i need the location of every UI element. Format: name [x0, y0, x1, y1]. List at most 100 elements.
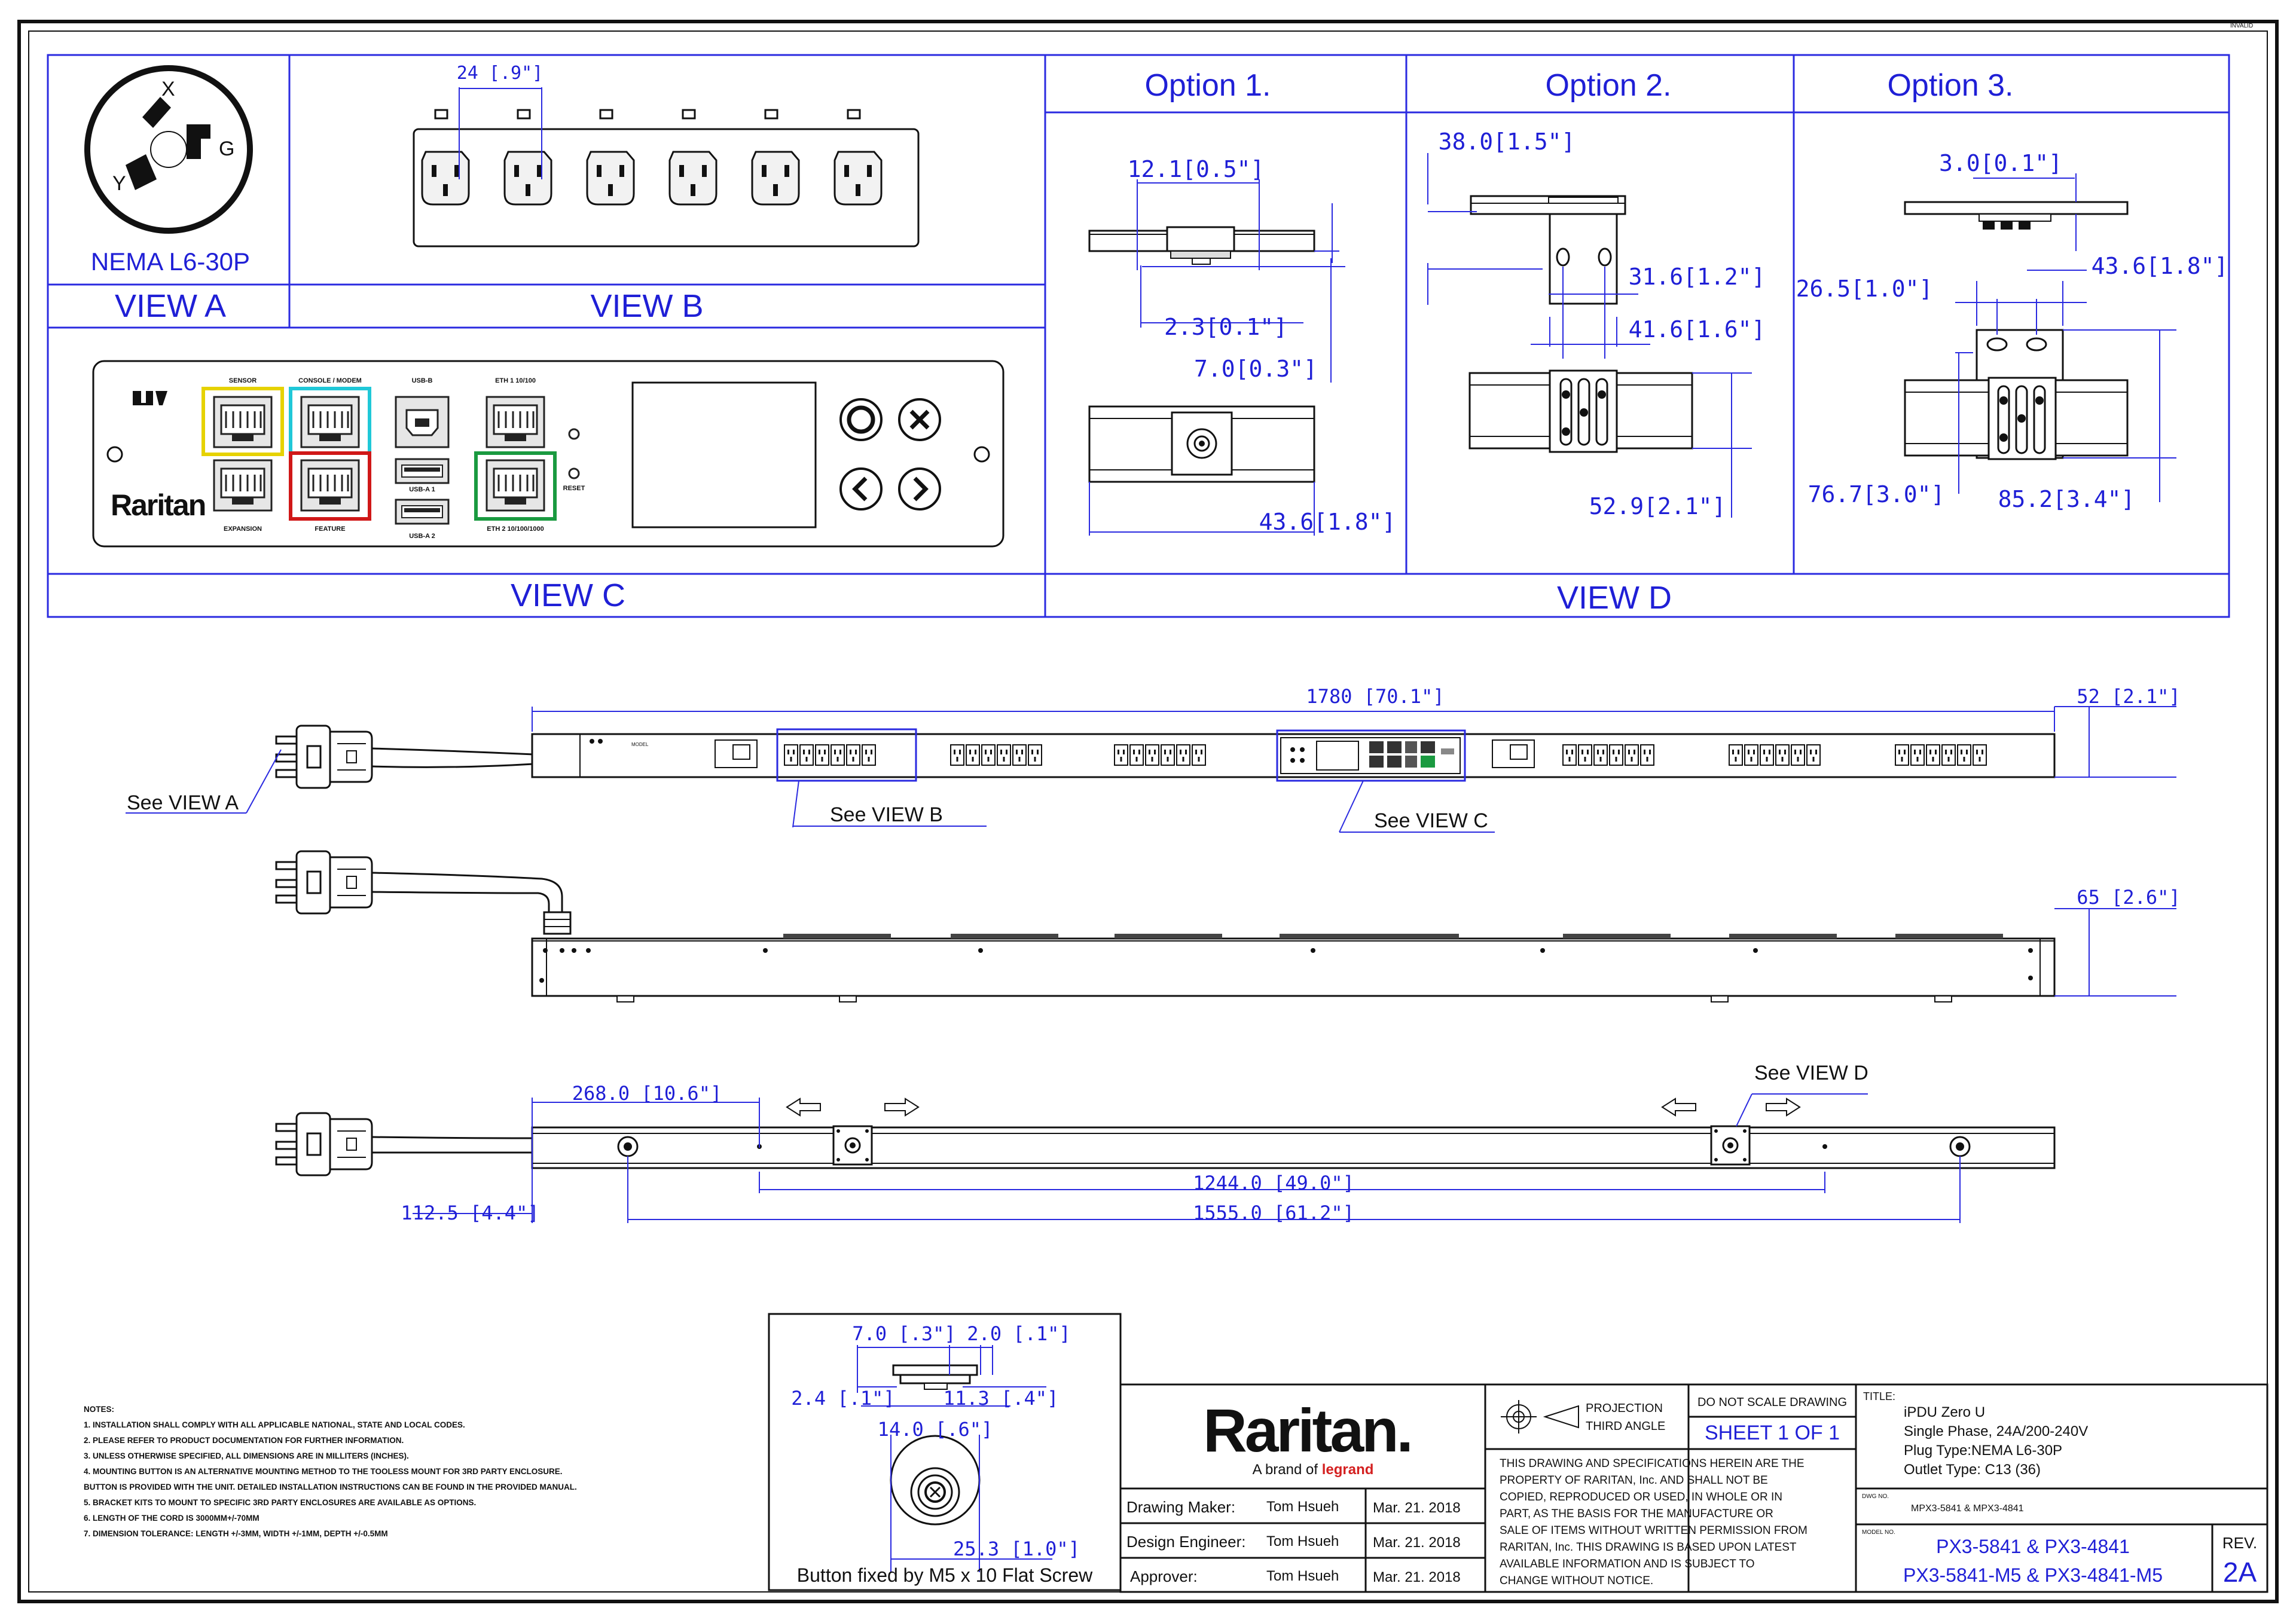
cancel-button-icon	[898, 398, 941, 441]
panel-brand: Raritan	[111, 488, 205, 522]
tb-title-line: Plug Type:NEMA L6-30P	[1904, 1442, 2062, 1459]
tb-disclaimer-line: COPIED, REPRODUCED OR USED, IN WHOLE OR …	[1500, 1491, 1782, 1503]
tb-engineer: Tom Hsueh	[1266, 1533, 1339, 1549]
option-3-drawing	[1904, 173, 2176, 502]
top-right-label: INVALID	[2230, 23, 2253, 29]
o3-dim-3: 43.6[1.8"]	[2092, 253, 2228, 279]
dim-total-length: 1780 [70.1"]	[1306, 685, 1444, 708]
tb-disclaimer-line: THIS DRAWING AND SPECIFICATIONS HEREIN A…	[1500, 1457, 1805, 1470]
tb-model-label: MODEL NO.	[1862, 1529, 1895, 1536]
dim-width: 52 [2.1"]	[2077, 685, 2180, 708]
console-port	[300, 396, 360, 448]
tb-maker-date: Mar. 21. 2018	[1373, 1500, 1461, 1516]
see-view-d: See VIEW D	[1754, 1062, 1868, 1084]
note-item: 5. BRACKET KITS TO MOUNT TO SPECIFIC 3RD…	[84, 1498, 477, 1507]
tb-no-scale: DO NOT SCALE DRAWING	[1697, 1396, 1847, 1409]
see-view-c: See VIEW C	[1374, 809, 1488, 832]
tb-disclaimer-line: PROPERTY OF RARITAN, Inc. AND SHALL NOT …	[1500, 1474, 1768, 1487]
tb-brand-legrand: legrand	[1322, 1462, 1374, 1478]
button-dim-5: 14.0 [.6"]	[878, 1418, 993, 1441]
o2-dim-4: 52.9[2.1"]	[1589, 493, 1726, 519]
tb-disclaimer-line: SALE OF ITEMS WITHOUT WRITTEN PERMISSION…	[1500, 1524, 1808, 1537]
option-2-drawing	[1427, 153, 1752, 518]
o1-dim-1: 12.1[0.5"]	[1128, 156, 1265, 182]
tb-approver-date: Mar. 21. 2018	[1373, 1569, 1461, 1585]
pdu-back-view	[275, 1093, 2056, 1223]
button-dim-3: 2.4 [.1"]	[791, 1387, 894, 1410]
plug-pin-x: X	[161, 78, 175, 100]
view-a-label: VIEW A	[115, 288, 226, 324]
view-d-label: VIEW D	[1557, 580, 1672, 616]
usb-b-port	[395, 396, 450, 448]
usb-a1-port	[395, 458, 450, 484]
o1-dim-4: 43.6[1.8"]	[1259, 509, 1396, 535]
note-item: BUTTON IS PROVIDED WITH THE UNIT. DETAIL…	[84, 1483, 577, 1491]
o1-dim-3: 7.0[0.3"]	[1194, 356, 1317, 382]
o3-dim-2: 26.5[1.0"]	[1796, 276, 1933, 302]
tb-projection-2: THIRD ANGLE	[1586, 1420, 1665, 1433]
tb-dwg-no: MPX3-5841 & MPX3-4841	[1911, 1503, 2024, 1514]
tb-model-1: PX3-5841 & PX3-4841	[1936, 1536, 2130, 1557]
tb-maker-label: Drawing Maker:	[1126, 1498, 1235, 1516]
notes-block: NOTES: 1. INSTALLATION SHALL COMPLY WITH…	[84, 1402, 753, 1542]
inner-border	[28, 30, 2268, 1593]
view-b-outlets	[413, 87, 920, 247]
option-3-heading: Option 3.	[1887, 68, 2013, 103]
plug-pin-g: G	[219, 137, 234, 160]
o1-dim-2: 2.3[0.1"]	[1164, 314, 1287, 340]
right-button-icon	[898, 467, 941, 511]
option-2-heading: Option 2.	[1545, 68, 1671, 103]
note-item: 1. INSTALLATION SHALL COMPLY WITH ALL AP…	[84, 1420, 465, 1429]
see-view-b: See VIEW B	[830, 803, 943, 826]
plug-pin-y: Y	[112, 172, 126, 195]
title-block-frame	[1119, 1383, 2268, 1593]
usb-a2-port	[395, 499, 450, 525]
label-console: CONSOLE / MODEM	[298, 377, 362, 384]
label-usb-a1: USB-A 1	[409, 486, 435, 493]
note-item: 7. DIMENSION TOLERANCE: LENGTH +/-3MM, W…	[84, 1529, 388, 1538]
tb-engineer-date: Mar. 21. 2018	[1373, 1535, 1461, 1551]
o2-dim-2: 31.6[1.2"]	[1629, 264, 1766, 290]
view-a-plug-face: X G Y	[84, 65, 253, 234]
note-item: 2. PLEASE REFER TO PRODUCT DOCUMENTATION…	[84, 1436, 404, 1445]
controller-module	[1276, 729, 1466, 782]
outer-border	[17, 20, 2279, 1603]
view-b-label: VIEW B	[590, 288, 703, 324]
tb-maker: Tom Hsueh	[1266, 1499, 1339, 1515]
tb-dwg-label: DWG NO.	[1862, 1493, 1889, 1500]
sensor-port	[213, 396, 273, 448]
projection-symbol-icon	[1501, 1400, 1579, 1434]
tb-brand-sub-text: A brand of	[1253, 1462, 1318, 1478]
note-item: 3. UNLESS OTHERWISE SPECIFIED, ALL DIMEN…	[84, 1451, 409, 1460]
tb-approver-label: Approver:	[1130, 1567, 1198, 1585]
tb-projection-1: PROJECTION	[1586, 1402, 1663, 1415]
tb-title-line: iPDU Zero U	[1904, 1404, 1985, 1420]
dim-268: 268.0 [10.6"]	[572, 1082, 722, 1105]
tb-disclaimer-line: RARITAN, Inc. THIS DRAWING IS BASED UPON…	[1500, 1541, 1797, 1554]
see-view-a: See VIEW A	[127, 791, 239, 814]
button-dim-6: 25.3 [1.0"]	[953, 1538, 1080, 1560]
tb-disclaimer: THIS DRAWING AND SPECIFICATIONS HEREIN A…	[1500, 1457, 1808, 1587]
tb-approver: Tom Hsueh	[1266, 1568, 1339, 1584]
o2-dim-1: 38.0[1.5"]	[1439, 129, 1576, 155]
eth1-port	[486, 396, 545, 448]
button-dim-2: 2.0 [.1"]	[967, 1322, 1070, 1345]
dim-112: 112.5 [4.4"]	[401, 1202, 539, 1224]
o3-dim-1: 3.0[0.1"]	[1939, 150, 2062, 176]
label-eth2: ETH 2 10/100/1000	[487, 525, 544, 533]
top-views-frame	[47, 54, 2230, 618]
tb-disclaimer-line: AVAILABLE INFORMATION AND IS SUBJECT TO	[1500, 1558, 1755, 1570]
eth2-port	[486, 459, 545, 512]
expansion-port	[213, 459, 273, 512]
label-sensor: SENSOR	[229, 377, 257, 384]
tb-model-2: PX3-5841-M5 & PX3-4841-M5	[1903, 1564, 2163, 1586]
svg-text:MODEL: MODEL	[631, 742, 649, 747]
dim-depth: 65 [2.6"]	[2077, 886, 2180, 909]
o2-dim-3: 41.6[1.6"]	[1629, 316, 1766, 343]
tb-title-line: Single Phase, 24A/200-240V	[1904, 1423, 2088, 1439]
tb-rev: 2A	[2223, 1557, 2257, 1588]
nema-label: NEMA L6-30P	[91, 247, 250, 276]
label-usb-a2: USB-A 2	[409, 533, 435, 540]
tb-engineer-label: Design Engineer:	[1126, 1533, 1245, 1551]
dim-1244: 1244.0 [49.0"]	[1193, 1172, 1354, 1194]
